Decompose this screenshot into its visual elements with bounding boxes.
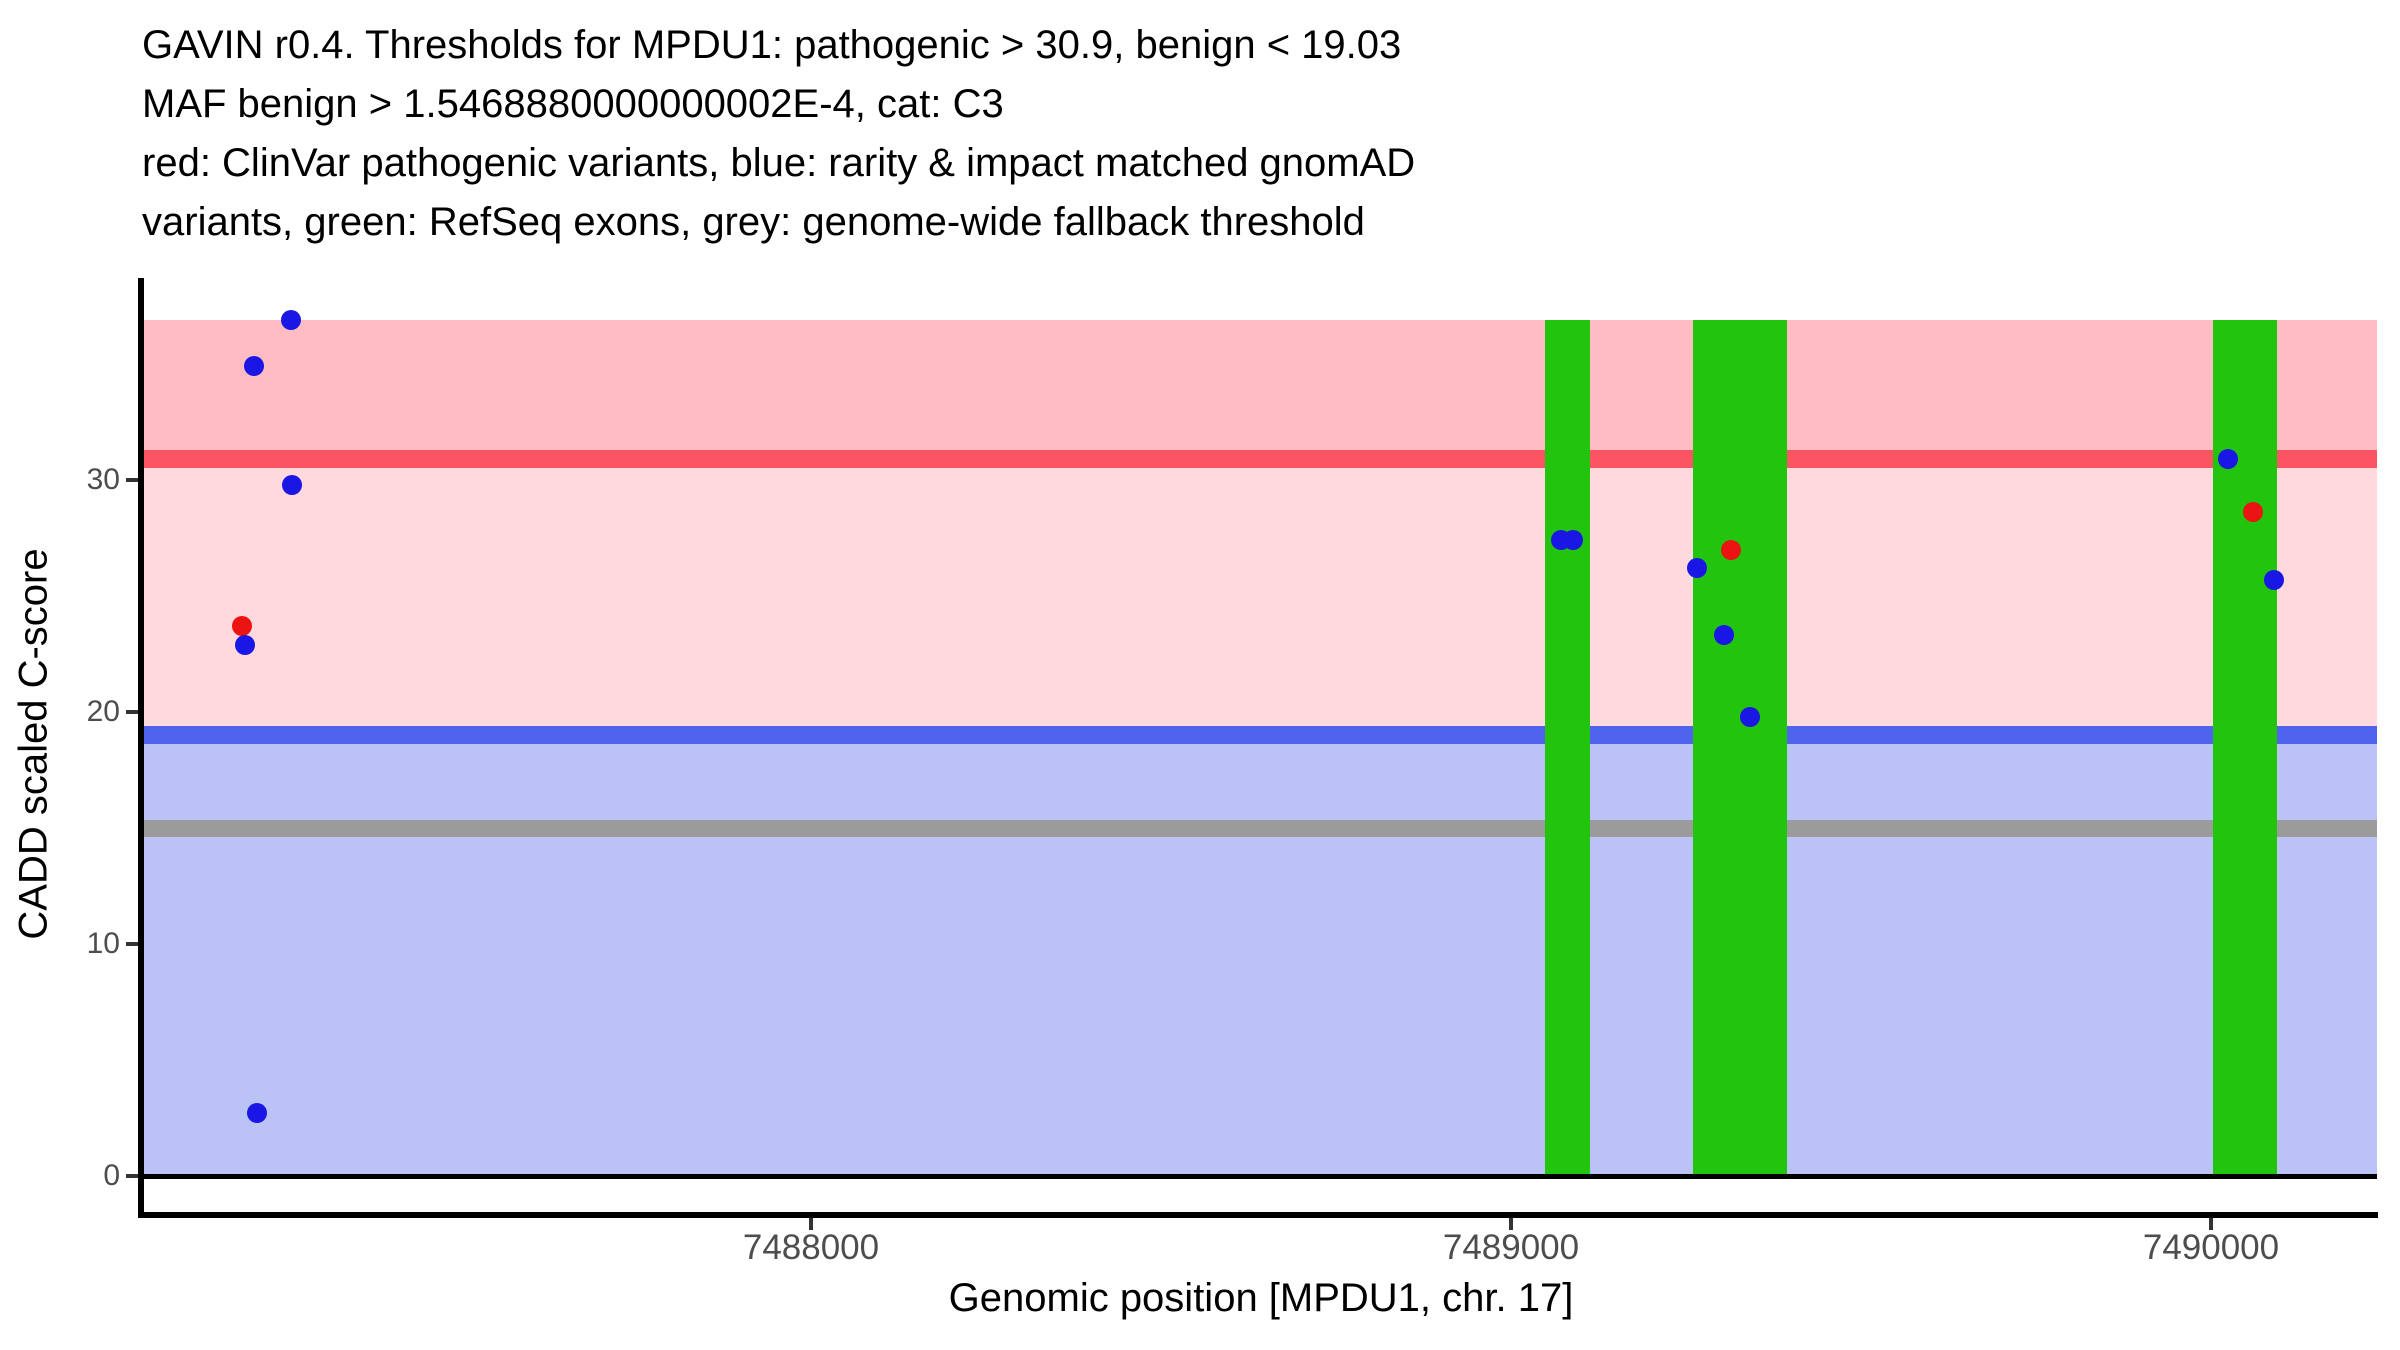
gnomad-variant-point (234, 634, 255, 655)
plot-title-line-2: MAF benign > 1.5468880000000002E-4, cat:… (142, 82, 1004, 126)
vous-zone (141, 459, 2377, 735)
y-tick-mark (126, 478, 138, 482)
refseq-exon-bar (1693, 319, 1787, 1176)
clinvar-variant-point (1720, 539, 1741, 560)
gnomad-variant-point (247, 1103, 268, 1124)
gnomad-variant-point (243, 356, 264, 377)
clinvar-variant-point (2243, 502, 2263, 523)
x-tick-mark (1509, 1218, 1513, 1230)
gnomad-variant-point (1563, 530, 1584, 551)
refseq-exon-bar (1545, 319, 1591, 1176)
zero-baseline-line (141, 1173, 2377, 1179)
refseq-exon-bar (2213, 319, 2277, 1176)
x-tick-label: 7489000 (1442, 1228, 1580, 1267)
pathogenic-zone (141, 319, 2377, 460)
genome-wide-fallback-threshold-line (141, 819, 2377, 837)
plot-title-line-4: variants, green: RefSeq exons, grey: gen… (142, 200, 1365, 244)
clinvar-variant-point (231, 616, 252, 637)
y-tick-mark (126, 1174, 138, 1178)
gnomad-variant-point (1713, 625, 1734, 646)
x-tick-label: 7490000 (2142, 1228, 2280, 1267)
gnomad-variant-point (2264, 569, 2284, 590)
gnomad-variant-point (1687, 558, 1708, 579)
x-tick-mark (2209, 1218, 2213, 1230)
x-tick-label: 7488000 (742, 1228, 880, 1267)
plot-title: GAVIN r0.4. Thresholds for MPDU1: pathog… (142, 16, 1415, 252)
gnomad-variant-point (280, 309, 301, 330)
gnomad-variant-point (282, 474, 303, 495)
x-axis-line (138, 1212, 2378, 1218)
x-tick-mark (809, 1218, 813, 1230)
y-tick-label: 0 (103, 1159, 120, 1192)
y-tick-label: 20 (86, 695, 120, 728)
benign-threshold-line (141, 725, 2377, 744)
y-tick-label: 10 (86, 927, 120, 960)
x-axis-title: Genomic position [MPDU1, chr. 17] (948, 1276, 1574, 1320)
y-tick-label: 30 (86, 463, 120, 496)
plot-title-line-1: GAVIN r0.4. Thresholds for MPDU1: pathog… (142, 23, 1402, 67)
benign-zone (141, 734, 2377, 1176)
pathogenic-threshold-line (141, 450, 2377, 469)
gnomad-variant-point (2217, 449, 2238, 470)
plot-title-line-3: red: ClinVar pathogenic variants, blue: … (142, 141, 1416, 185)
y-axis-line (138, 278, 144, 1218)
y-tick-mark (126, 710, 138, 714)
gnomad-variant-point (1739, 706, 1760, 727)
y-tick-mark (126, 942, 138, 946)
